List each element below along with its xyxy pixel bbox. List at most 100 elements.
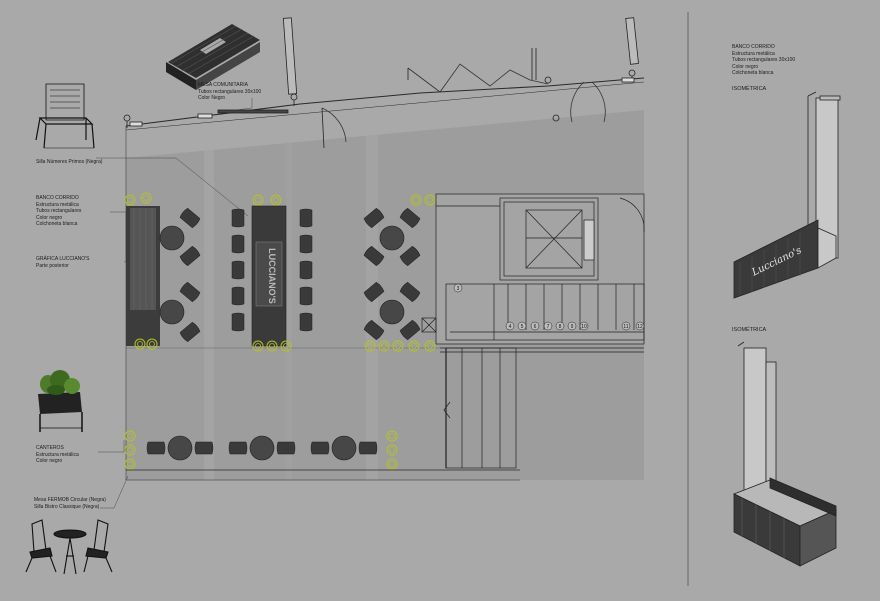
label-line: Tubos rectangulares (36, 208, 82, 214)
round-table (159, 225, 185, 251)
stair-number-circle (555, 321, 565, 331)
mesa-comunitaria-thumbnail (166, 24, 260, 90)
label-title: Silla Númeres Primos (Negra) (36, 159, 103, 165)
round-table (167, 435, 193, 461)
stair-number-label: 6 (534, 324, 537, 330)
plant (386, 430, 398, 442)
plant (140, 192, 152, 204)
planters (124, 192, 436, 470)
plant (386, 444, 398, 456)
chair (399, 319, 421, 341)
label-line: Silla Bistro Classique (Negra) (34, 503, 100, 510)
label-line: Color Negro (198, 95, 225, 101)
label-title: GRÁFICA LUCCIANO'S (36, 256, 90, 262)
label-grafica: GRÁFICA LUCCIANO'S Parte posterior (36, 256, 89, 269)
stair-number-circle (621, 321, 631, 331)
chair (399, 245, 421, 267)
label-line: Tubos rectangulares 30x100 (732, 57, 796, 63)
chair (231, 234, 245, 254)
stair-number-circle (517, 321, 527, 331)
label-line: Estructura metálica (36, 201, 79, 208)
label-line: Estructura metálica (732, 50, 775, 57)
plant (270, 194, 282, 206)
label-line: Colchoneta blanca (36, 221, 78, 227)
chair (179, 245, 201, 267)
plant (408, 340, 420, 352)
stair-number-label: 10 (581, 324, 587, 330)
label-line: Colchoneta blanca (732, 70, 774, 76)
chair (299, 208, 313, 228)
chair (231, 312, 245, 332)
table-graphic-text: LUCCIANO'S (267, 248, 277, 304)
plant (134, 338, 146, 350)
plant (364, 340, 376, 352)
chair (194, 441, 214, 455)
chair (179, 207, 201, 229)
section-title-isometric-bottom: ISOMÉTRICA (732, 327, 767, 333)
stair-number-label: 11 (623, 324, 628, 330)
leader-lines (96, 98, 253, 509)
plant (124, 458, 136, 470)
stair-number-circle (567, 321, 577, 331)
chair (358, 441, 378, 455)
chair (399, 207, 421, 229)
stair-number-label: 7 (547, 324, 550, 330)
plant (124, 444, 136, 456)
chair (363, 245, 385, 267)
cantero-thumbnail (38, 370, 83, 432)
label-line: Estructura metálica (36, 451, 79, 458)
chair (310, 441, 330, 455)
chair (231, 286, 245, 306)
round-table (379, 225, 405, 251)
label-title: Mesa FERMOB Circular (Negra) (34, 497, 106, 503)
plant (424, 340, 436, 352)
stair-number-label: 4 (509, 324, 512, 330)
label-mesa-comunitaria: MESA COMUNITARIA Tubos rectangulares 30x… (198, 82, 261, 102)
label-mesa-fermob: Mesa FERMOB Circular (Negra) Silla Bistr… (34, 497, 106, 510)
chair (363, 207, 385, 229)
stair-number-label: 8 (559, 324, 562, 330)
label-title: BANCO CORRIDO (36, 195, 79, 201)
label-line: Tubos rectangulares 30x100 (198, 88, 262, 95)
chair (299, 260, 313, 280)
stair-number-circle (543, 321, 553, 331)
label-title: MESA COMUNITARIA (198, 82, 248, 88)
plant (252, 194, 264, 206)
chair (299, 234, 313, 254)
plant (146, 338, 158, 350)
interior-core (421, 193, 645, 469)
label-title: BANCO CORRIDO (732, 44, 775, 50)
chair (299, 312, 313, 332)
round-table (249, 435, 275, 461)
plant (410, 194, 422, 206)
chair (231, 208, 245, 228)
stair-number-label: 3 (457, 286, 460, 292)
banco-isometric: Lucciano's (733, 91, 841, 299)
label-banco-corrido: BANCO CORRIDO Estructura metálica Tubos … (36, 195, 81, 228)
plant (124, 430, 136, 442)
chair (146, 441, 166, 455)
label-line: Color negro (36, 458, 63, 464)
round-table (331, 435, 357, 461)
stair-number-circle (530, 321, 540, 331)
chair (299, 286, 313, 306)
label-line: Parte posterior (36, 262, 69, 269)
label-silla: Silla Númeres Primos (Negra) (36, 159, 102, 166)
mesa-comunitaria-plan: LUCCIANO'S (251, 205, 287, 347)
stair-number-circle (635, 321, 645, 331)
chair (363, 319, 385, 341)
chair (363, 281, 385, 303)
label-title: CANTEROS (36, 445, 64, 451)
plant (424, 194, 436, 206)
plant (378, 340, 390, 352)
fermob-thumbnail (25, 519, 113, 575)
plant (252, 340, 264, 352)
stair-number-circle (453, 283, 463, 293)
plant (386, 458, 398, 470)
banco-corrido-plan (126, 206, 160, 346)
facade-fittings (123, 17, 639, 149)
stair-number-label: 5 (521, 324, 524, 330)
stair-number-circle (579, 321, 589, 331)
